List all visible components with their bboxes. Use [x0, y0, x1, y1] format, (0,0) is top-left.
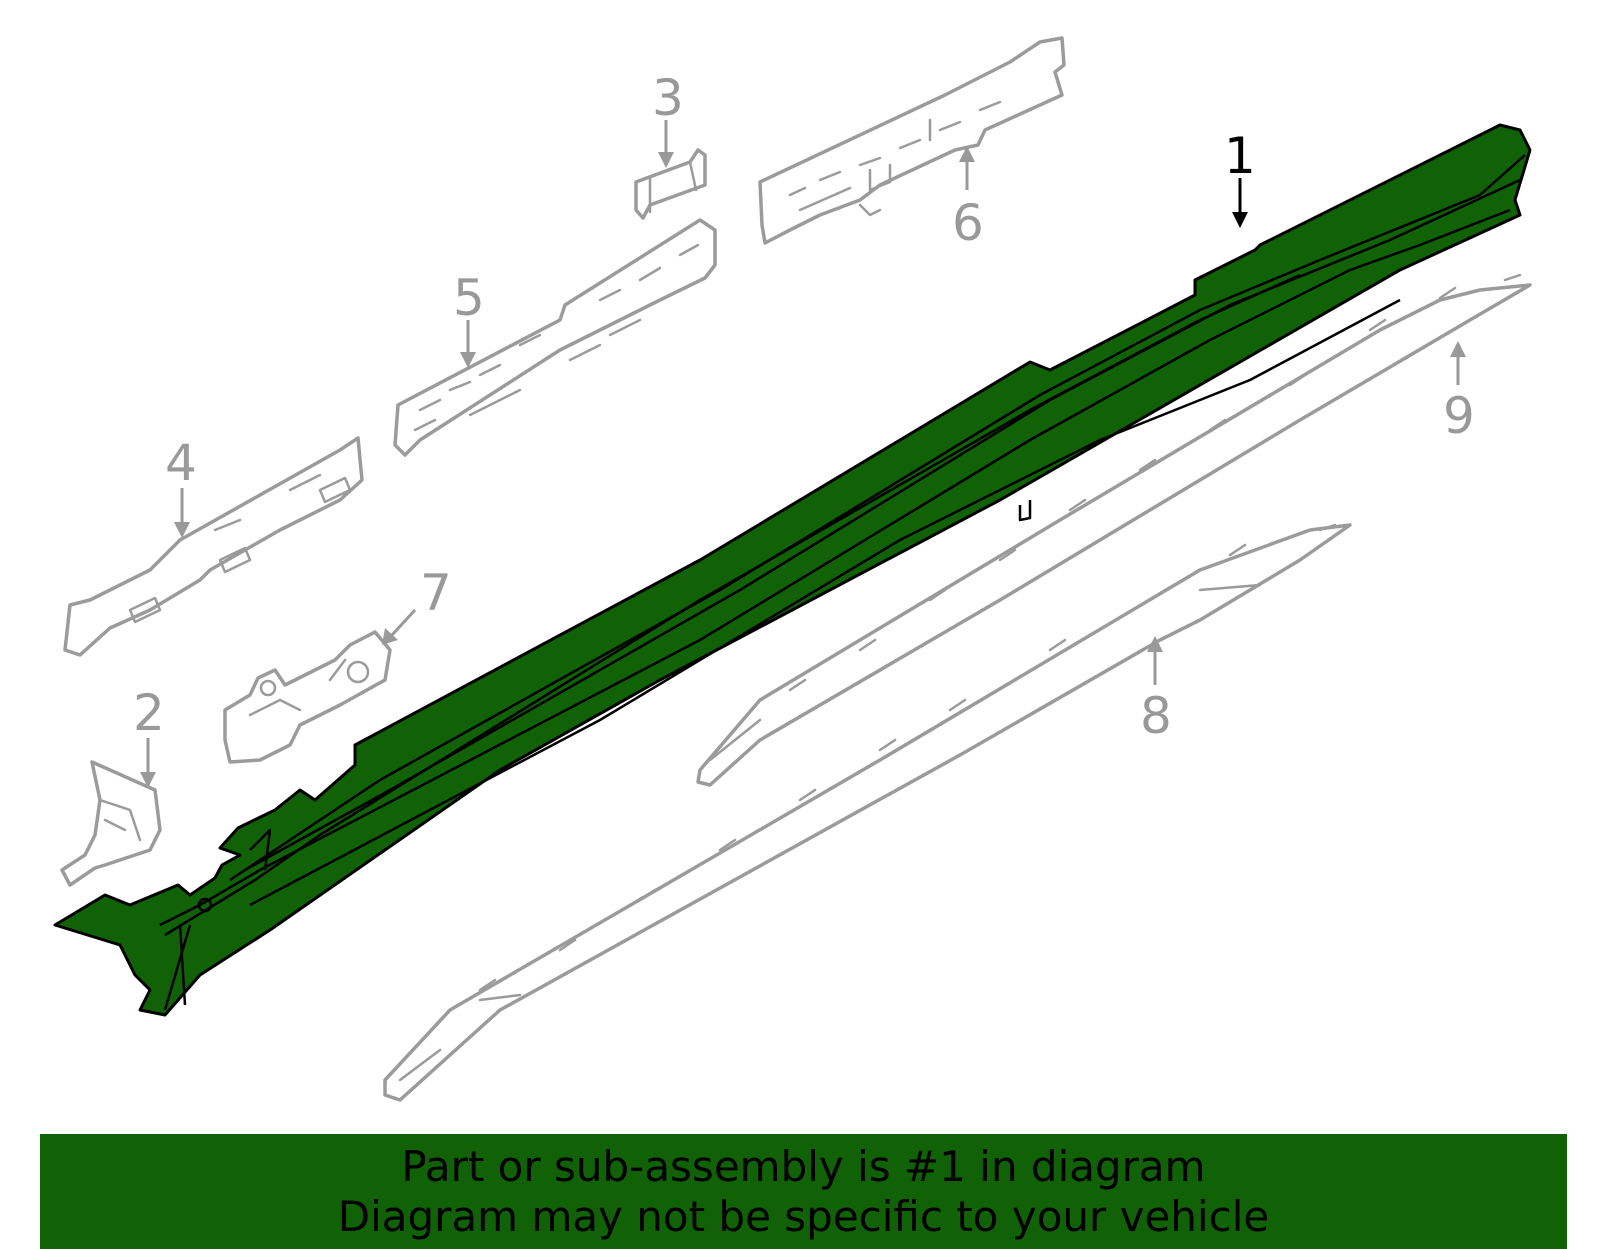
- part-9-moulding: [696, 273, 1532, 787]
- callout-1: 1: [1224, 127, 1256, 185]
- leader-8: [1147, 636, 1163, 685]
- leader-5: [460, 320, 476, 368]
- part-5-reinforcement: [393, 218, 717, 457]
- part-8-moulding: [383, 523, 1352, 1102]
- callout-6: 6: [952, 194, 984, 252]
- info-banner: Part or sub-assembly is #1 in diagram Di…: [40, 1134, 1567, 1249]
- callout-3: 3: [652, 69, 684, 127]
- callout-5: 5: [453, 269, 485, 327]
- part-3-clip: [634, 148, 707, 220]
- part-7-bracket: [223, 630, 392, 764]
- callout-2: 2: [133, 684, 165, 742]
- leader-3: [658, 120, 674, 168]
- part-1-rocker-panel: [53, 123, 1532, 1017]
- callout-4: 4: [165, 434, 197, 492]
- callout-7: 7: [420, 564, 452, 622]
- leader-9: [1450, 341, 1466, 385]
- part-4-reinforcement: [63, 436, 364, 657]
- leader-1: [1232, 178, 1248, 228]
- leader-6: [959, 146, 975, 190]
- leader-4: [174, 488, 190, 538]
- callout-8: 8: [1140, 687, 1172, 745]
- banner-line-1: Part or sub-assembly is #1 in diagram: [401, 1141, 1206, 1191]
- part-6-reinforcement: [758, 36, 1066, 245]
- leader-7: [382, 608, 417, 645]
- leader-2: [140, 738, 156, 788]
- part-2-bracket: [60, 760, 162, 887]
- callout-9: 9: [1443, 387, 1475, 445]
- banner-line-2: Diagram may not be specific to your vehi…: [337, 1191, 1270, 1241]
